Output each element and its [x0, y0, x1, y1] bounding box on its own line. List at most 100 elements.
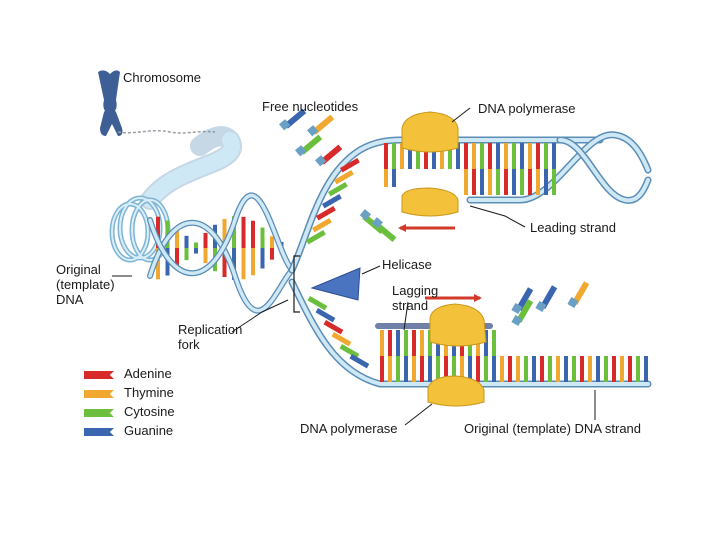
- base-pair-rung: [452, 356, 456, 382]
- base-pair-rung: [460, 356, 464, 382]
- base-pair-rung: [556, 356, 560, 382]
- nucleotide-sugar-phosphate: [307, 125, 319, 137]
- base-pair-rung: [392, 143, 396, 169]
- base-pair-rung: [512, 169, 516, 195]
- cytosine-swatch: [84, 409, 114, 417]
- nucleotide-sugar-phosphate: [315, 155, 327, 167]
- dna-polymerase-bottom-shape: [427, 375, 485, 407]
- base-pair-rung: [156, 216, 160, 248]
- base-pair-rung: [420, 330, 424, 356]
- nucleotide-sugar-phosphate: [295, 145, 307, 157]
- base-pair-rung: [504, 169, 508, 195]
- free-nucleotide: [516, 299, 534, 323]
- base-pair-rung: [536, 169, 540, 195]
- fork-base: [323, 320, 344, 335]
- base-pair-rung: [480, 169, 484, 195]
- base-pair-rung: [476, 356, 480, 382]
- nucleotide-sugar-phosphate: [279, 119, 291, 131]
- dna-polymerase-top-label: DNA polymerase: [478, 101, 576, 116]
- base-pair-rung: [424, 143, 428, 169]
- guanine-swatch: [84, 428, 114, 436]
- base-pair-rung: [392, 169, 396, 187]
- base-pair-rung: [184, 248, 189, 261]
- base-pair-rung: [644, 356, 648, 382]
- base-pair-rung: [636, 356, 640, 382]
- base-pair-rung: [440, 143, 444, 169]
- free-nucleotide: [572, 281, 590, 305]
- base-pair-rung: [536, 143, 540, 169]
- base-pair-rung: [420, 356, 424, 382]
- adenine-swatch: [84, 371, 114, 379]
- base-pair-rung: [524, 356, 528, 382]
- replication-fork-label: Replication fork: [178, 322, 243, 352]
- base-pair-rung: [580, 356, 584, 382]
- base-pair-rung: [540, 356, 544, 382]
- chromosome-icon: [98, 70, 123, 136]
- helicase-shape: [310, 267, 361, 301]
- base-pair-rung: [596, 356, 600, 382]
- base-pair-rung: [384, 143, 388, 169]
- base-pair-rung: [388, 356, 392, 382]
- base-pair-rung: [468, 356, 472, 382]
- base-pair-rung: [384, 169, 388, 187]
- leader-lines: [112, 107, 596, 426]
- base-pair-rung: [496, 143, 500, 169]
- free-nucleotide: [320, 144, 343, 165]
- base-pair-rung: [548, 356, 552, 382]
- base-pair-rung: [396, 356, 400, 382]
- base-pair-rung: [480, 143, 484, 169]
- fork-base: [339, 344, 360, 359]
- free-nucleotide: [374, 222, 397, 243]
- chromosome-label: Chromosome: [123, 70, 202, 85]
- nucleotide-sugar-phosphate: [371, 217, 383, 229]
- chromatin-coil: [117, 129, 216, 134]
- base-pair-rung: [512, 143, 516, 169]
- base-pair-rung: [222, 218, 227, 248]
- free-nucleotide: [300, 134, 323, 155]
- base-pair-rung: [552, 169, 556, 195]
- base-pair-rung: [428, 356, 432, 382]
- dna-polymerase-bottom-label: DNA polymerase: [300, 421, 398, 436]
- base-pair-rung: [544, 143, 548, 169]
- base-pair-rung: [412, 330, 416, 356]
- base-pair-rung: [520, 169, 524, 195]
- base-pair-rung: [612, 356, 616, 382]
- base-pair-rung: [572, 356, 576, 382]
- base-pair-rung: [270, 248, 274, 260]
- base-pair-rung: [428, 330, 432, 356]
- base-pair-rung: [251, 220, 255, 248]
- base-pair-rung: [472, 143, 476, 169]
- free-nucleotide: [312, 114, 335, 135]
- nucleotide-sugar-phosphate: [535, 301, 547, 312]
- base-pair-rung: [260, 248, 265, 269]
- base-pair-rung: [456, 143, 460, 169]
- base-pair-rung: [222, 248, 227, 278]
- base-pair-rung: [404, 356, 408, 382]
- base-pair-rung: [203, 248, 208, 264]
- base-pair-rung: [604, 356, 608, 382]
- base-pair-rung: [444, 356, 448, 382]
- fork-base: [322, 194, 342, 209]
- thymine-swatch: [84, 390, 114, 398]
- base-pair-rung: [404, 330, 408, 356]
- base-pair-rung: [628, 356, 632, 382]
- legend-label: Guanine: [124, 423, 174, 438]
- base-pair-rung: [484, 356, 488, 382]
- base-pair-rung: [380, 330, 384, 356]
- base-pair-rung: [492, 330, 496, 356]
- free-nucleotides-label: Free nucleotides: [262, 99, 359, 114]
- base-pair-rung: [520, 143, 524, 169]
- legend-label: Adenine: [124, 366, 172, 381]
- parental-helix-backbones: [147, 192, 295, 314]
- base-pair-rung: [203, 232, 208, 248]
- base-pair-rung: [516, 356, 520, 382]
- base-pair-rung: [251, 248, 255, 276]
- base-pair-rung: [194, 242, 198, 248]
- fork-base: [334, 170, 354, 185]
- base-pair-rung: [492, 356, 496, 382]
- base-pair-rung: [588, 356, 592, 382]
- fork-base: [307, 296, 328, 311]
- fork-base-pairs: [306, 143, 648, 382]
- base-pair-rung: [241, 216, 246, 248]
- base-pair-rung: [175, 248, 179, 269]
